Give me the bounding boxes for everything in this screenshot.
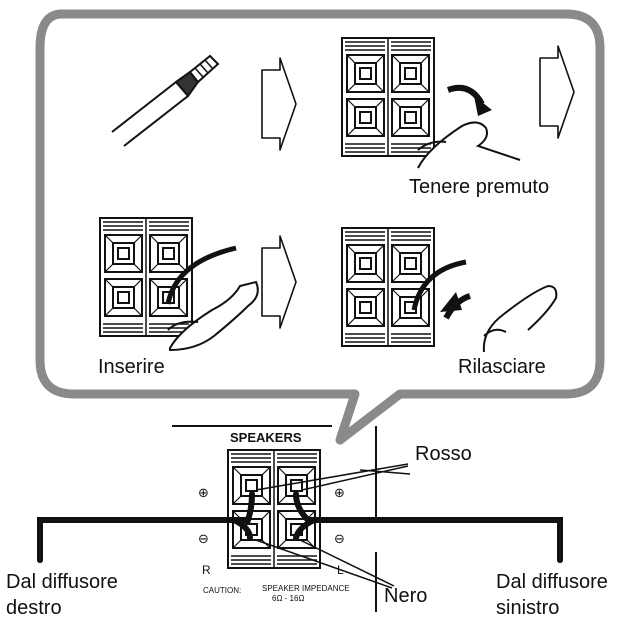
caution-label: CAUTION:: [203, 586, 241, 595]
terminal-insert-illustration: [99, 217, 259, 352]
panel-title: SPEAKERS: [230, 430, 302, 445]
step-release-label: Rilasciare: [458, 356, 546, 378]
step-insert-label: Inserire: [98, 356, 165, 378]
black-wire-label: Nero: [384, 585, 427, 607]
caution-impedance-line1: SPEAKER IMPEDANCE: [262, 584, 350, 593]
red-wire-label: Rosso: [415, 443, 472, 465]
panel-terminal-block: [227, 449, 321, 569]
right-speaker-label-line2: destro: [6, 597, 62, 619]
stripped-wire-illustration: [111, 54, 220, 147]
left-speaker-label-line2: sinistro: [496, 597, 559, 619]
leader-lines: [255, 463, 411, 589]
right-plus-symbol: ⊕: [198, 485, 209, 500]
left-speaker-label-line1: Dal diffusore: [496, 571, 608, 593]
left-minus-symbol: ⊖: [334, 531, 345, 546]
terminal-release-illustration: [341, 227, 558, 353]
caution-impedance-line2: 6Ω - 16Ω: [272, 594, 304, 603]
speaker-cables: [37, 491, 563, 563]
step-hold-label: Tenere premuto: [409, 176, 549, 198]
left-plus-symbol: ⊕: [334, 485, 345, 500]
terminal-press-illustration: [341, 37, 521, 169]
right-minus-symbol: ⊖: [198, 531, 209, 546]
right-speaker-label-line1: Dal diffusore: [6, 571, 118, 593]
right-channel-label: R: [202, 563, 211, 577]
